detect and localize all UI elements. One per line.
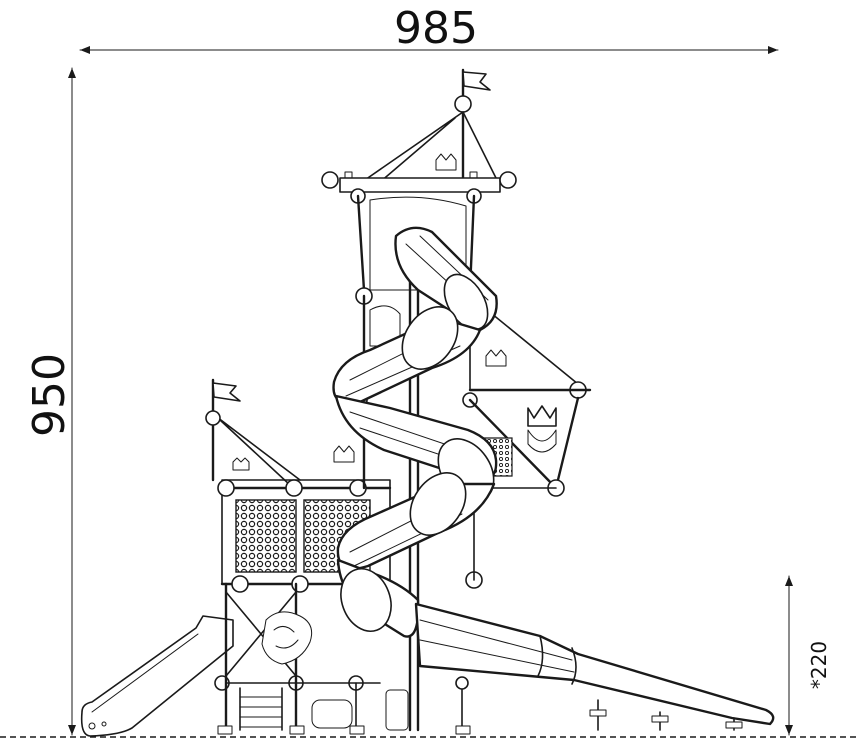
width-dimension-label: 985 bbox=[394, 3, 478, 54]
crown-icon bbox=[527, 405, 557, 427]
height-dimension: 950 bbox=[24, 67, 76, 736]
crenellation-icon bbox=[435, 153, 457, 171]
dragon-icon bbox=[261, 611, 313, 665]
exit-slide bbox=[414, 602, 775, 731]
free-fall-dimension-label: *220 bbox=[807, 641, 831, 689]
free-fall-dimension: *220 bbox=[785, 575, 831, 736]
height-dimension-label: 950 bbox=[24, 353, 75, 437]
flag-icon bbox=[212, 382, 241, 402]
ladder bbox=[239, 687, 283, 731]
width-dimension: 985 bbox=[79, 3, 779, 54]
tube-slide bbox=[332, 226, 498, 638]
crenellation-icon bbox=[485, 349, 507, 367]
left-slide bbox=[80, 615, 234, 737]
crenellation-icon bbox=[232, 457, 250, 471]
flag-icon bbox=[462, 71, 491, 91]
climbing-net-left bbox=[235, 499, 297, 573]
crenellation-icon bbox=[333, 445, 355, 463]
